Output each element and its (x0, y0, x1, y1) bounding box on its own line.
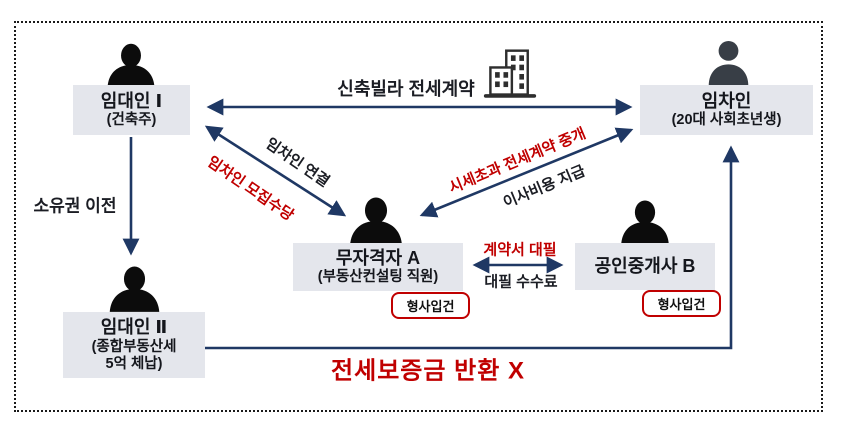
label-ownership-transfer: 소유권 이전 (33, 196, 117, 216)
landlord2-title: 임대인 Ⅱ (100, 317, 168, 338)
landlord1-subtitle: (건축주) (106, 112, 157, 129)
licensed-broker-badge: 형사입건 (642, 290, 721, 317)
label-deposit-no-return: 전세보증금 반환 X (331, 357, 525, 385)
unlicensed-agent-title: 무자격자 A (335, 247, 421, 268)
landlord1-title: 임대인 Ⅰ (100, 90, 163, 111)
node-landlord2: 임대인 Ⅱ (종합부동산세 5억 체납) (63, 312, 205, 378)
node-tenant: 임차인 (20대 사회초년생) (640, 85, 813, 135)
node-licensed-broker: 공인중개사 B (575, 243, 715, 290)
tenant-title: 임차인 (701, 90, 752, 111)
landlord2-person-icon (107, 265, 162, 313)
landlord1-person-icon (105, 42, 157, 88)
landlord2-subtitle-line2: 5억 체납) (105, 355, 163, 372)
unlicensed-agent-person-icon (344, 197, 408, 245)
licensed-broker-title: 공인중개사 B (594, 255, 696, 276)
unlicensed-agent-badge: 형사입건 (391, 292, 470, 319)
licensed-broker-person-icon (617, 200, 673, 244)
label-contract-ghostwriting: 계약서 대필 (483, 241, 557, 259)
node-unlicensed-agent: 무자격자 A (부동산컨설팅 직원) (293, 243, 463, 291)
node-landlord1: 임대인 Ⅰ (건축주) (73, 85, 190, 135)
tenant-person-icon (701, 41, 756, 86)
label-ghostwriting-fee: 대필 수수료 (484, 273, 558, 291)
tenant-subtitle: (20대 사회초년생) (671, 112, 782, 129)
landlord2-subtitle-line1: (종합부동산세 (91, 338, 177, 355)
unlicensed-agent-subtitle: (부동산컨설팅 직원) (317, 269, 439, 286)
building-icon (482, 45, 538, 103)
label-new-villa-contract: 신축빌라 전세계약 (337, 79, 475, 99)
